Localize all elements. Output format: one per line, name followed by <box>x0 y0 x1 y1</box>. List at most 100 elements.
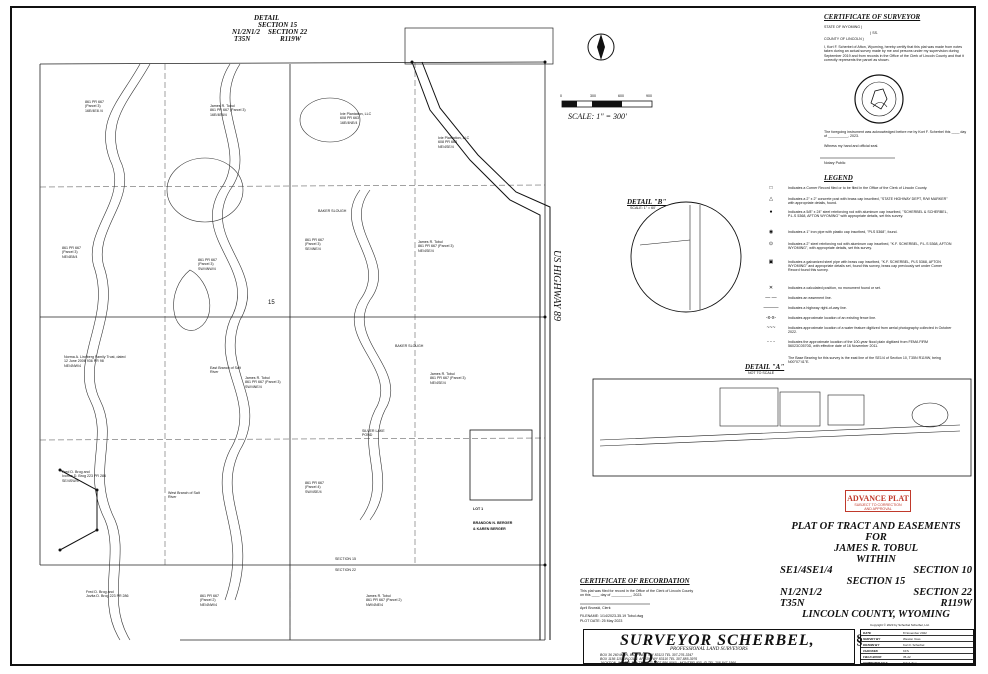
copyright: Copyright © 2023 by Scherbel Scherbel, L… <box>870 623 930 627</box>
surveyor-seal <box>854 74 904 124</box>
title-block: PLAT OF TRACT AND EASEMENTS FOR JAMES R.… <box>780 521 972 620</box>
parcel-label: 861 PR 667(Parcel 4)SW/4SE/4 <box>305 481 324 494</box>
company-address-3: JACKSON, WY TEL 307-733-5903 · 307-886-9… <box>600 661 737 665</box>
sheet-border <box>10 6 976 666</box>
legend-item: △Indicates a 2" x 2" concrete post with … <box>769 196 948 206</box>
parcel-label: 861 PR 667(Parcel 2)NE/4NW/4 <box>200 594 219 607</box>
surveyor-cert-county: COUNTY OF LINCOLN ) <box>824 37 864 41</box>
west-salt-river-label: West Branch of Salt River <box>168 491 200 499</box>
surveyor-cert-body: I, Kort F. Scherbel of Afton, Wyoming, h… <box>824 45 964 62</box>
section-number: 15 <box>268 300 275 306</box>
advance-plat-stamp: ADVANCE PLAT SUBJECT TO CORRECTION AND A… <box>845 490 911 512</box>
detail-b-scale: SCALE: 1" = 60' <box>630 206 656 210</box>
highway-label: US HIGHWAY 89 <box>551 250 562 321</box>
lot-title: LOT 1 <box>473 507 484 511</box>
baker-slough-label-2: BAKER SLOUGH <box>395 344 424 348</box>
title-line-2: FOR <box>865 532 887 544</box>
company-box: SURVEYOR SCHERBEL, LTD. PROFESSIONAL LAN… <box>583 629 855 667</box>
title-line-6: SECTION 15 <box>846 576 906 588</box>
legend-item: ▣Indicates a galvanized steel pipe with … <box>768 259 943 273</box>
title-line-9: LINCOLN COUNTY, WYOMING <box>802 609 950 621</box>
legend-item: -x-x-Indicates approximate location of a… <box>766 315 877 321</box>
recordation-clerk: April Brunski, Clerk <box>580 606 611 610</box>
recordation-date: PLOT DATE: 25 May 2023 <box>580 619 623 623</box>
legend-item: ✕Indicates a calculated position, no mon… <box>768 285 881 291</box>
scale-text: SCALE: 1" = 300' <box>568 112 627 121</box>
scale-tick-0: 0 <box>560 94 562 98</box>
east-salt-river-label: East Branch of Salt River <box>210 366 241 374</box>
detail-a-title: DETAIL "A" <box>745 363 785 371</box>
surveyor-cert-witness: Witness my hand and official seal. <box>824 144 879 148</box>
notary-label: Notary Public <box>824 161 846 165</box>
legend-item: ⊙Indicates a 2" steel reinforcing rod wi… <box>768 241 952 251</box>
silver-lake-label: SILVER LAKE POND <box>362 429 385 437</box>
parcel-label: 861 PR 667(Parcel 3)SW/4NW/4 <box>198 258 217 271</box>
recordation-filename: FILENAME: 1/14/2023-35.19 Tobul.dwg <box>580 614 644 618</box>
parcel-label: 861 PR 667(Parcel 3)SE/4NE/4 <box>305 238 324 251</box>
legend-item: — —Indicates an easement line. <box>765 295 832 301</box>
legend-item: ~~~Indicates approximate location of a w… <box>766 325 952 335</box>
detail-n-label: N1/2N1/2 <box>232 28 260 36</box>
company-address-1: BOX 36 260 MAIN, BIG PINEY, WY 83113 TEL… <box>600 653 693 657</box>
surveyor-cert-state: STATE OF WYOMING ) <box>824 25 863 29</box>
legend-item: The Base Bearing for this survey is the … <box>788 356 941 365</box>
title-line-1: PLAT OF TRACT AND EASEMENTS <box>791 521 961 532</box>
parcel-label: 861 PR 667(Parcel 3)16E/4E8 /4 <box>85 100 104 113</box>
section-22-label: SECTION 22 <box>335 568 356 572</box>
scale-tick-600: 600 <box>618 94 624 98</box>
company-name: SURVEYOR SCHERBEL, LTD. <box>620 632 815 667</box>
legend-item: ◉Indicates a 1" iron pipe with plastic c… <box>768 229 898 235</box>
parcel-label: 861 PR 667(Parcel 3)NE/4E8/4 <box>62 246 81 259</box>
detail-township-label: T35N <box>234 35 251 43</box>
recordation-body: This plat was filed for record in the Of… <box>580 589 694 598</box>
title-line-3: JAMES R. TOBUL <box>833 543 919 555</box>
detail-section-label: SECTION 15 <box>258 21 298 29</box>
legend-item: ●Indicates a 5/8" x 24" steel reinforcin… <box>769 209 948 219</box>
detail-section22-label: SECTION 22 <box>268 28 308 36</box>
surveyor-cert-ack: The foregoing instrument was acknowledge… <box>824 130 967 139</box>
recordation-title: CERTIFICATE OF RECORDATION <box>580 577 690 585</box>
legend-item: □Indicates a Corner Record filed or to b… <box>769 185 928 191</box>
legend-item: - - -Indicates the approximate location … <box>767 339 929 349</box>
lot-owner-2: & KAREN BERGER <box>473 527 506 531</box>
section-15-label: SECTION 15 <box>335 557 356 561</box>
detail-a-scale: NOT TO SCALE <box>748 371 775 375</box>
company-address-2: BOX 1156 115 LINCOLN, AFTON, WY 83110 TE… <box>600 657 698 661</box>
detail-b-title: DETAIL "B" <box>627 198 667 206</box>
lot-owner-1: BRANDON N. BERGER <box>473 521 513 525</box>
scale-tick-900: 900 <box>646 94 652 98</box>
title-line-4: WITHIN <box>856 554 896 566</box>
legend-item: ———Indicates a highway right-of-way line… <box>763 305 847 311</box>
ss-logo-icon: § <box>856 633 863 648</box>
baker-slough-label: BAKER SLOUGH <box>318 209 347 213</box>
company-subtitle: PROFESSIONAL LAND SURVEYORS <box>670 647 748 652</box>
detail-label: DETAIL <box>254 14 280 22</box>
legend-title: LEGEND <box>824 174 853 182</box>
scale-tick-300: 300 <box>590 94 596 98</box>
surveyor-cert-title: CERTIFICATE OF SURVEYOR <box>824 13 921 21</box>
surveyor-cert-ss: ) SS. <box>870 31 878 35</box>
detail-range-label: R119W <box>280 35 302 43</box>
